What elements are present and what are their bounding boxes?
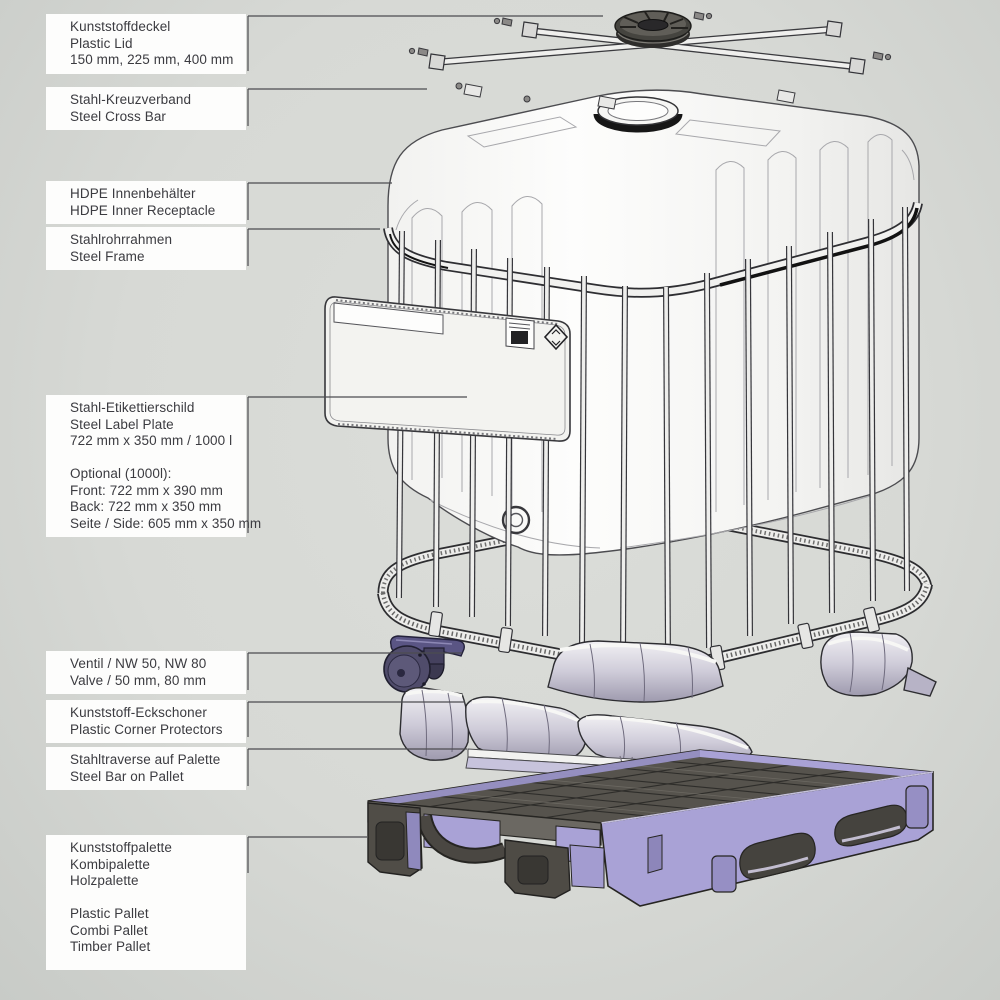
label-line: HDPE Innenbehälter	[70, 186, 196, 201]
label-line: Optional (1000l):	[70, 466, 172, 481]
steel-label-plate-drawing	[324, 296, 571, 442]
label-line: Valve / 50 mm, 80 mm	[70, 672, 207, 688]
label-line: Plastic Pallet	[70, 906, 149, 921]
label-hdpe-inner-receptacle: HDPE Innenbehälter HDPE Inner Receptacle	[46, 181, 246, 224]
label-line: HDPE Inner Receptacle	[70, 202, 216, 218]
label-line: Steel Label Plate	[70, 416, 174, 432]
label-line: Plastic Corner Protectors	[70, 721, 223, 737]
label-line: Ventil / NW 50, NW 80	[70, 656, 207, 671]
label-line: Back: 722 mm x 350 mm	[70, 499, 222, 514]
label-line: Combi Pallet	[70, 922, 148, 938]
label-corner-protectors: Kunststoff-Eckschoner Plastic Corner Pro…	[46, 700, 246, 743]
label-line: Stahltraverse auf Palette	[70, 752, 221, 767]
label-line: Stahl-Kreuzverband	[70, 92, 192, 107]
label-line: Steel Frame	[70, 248, 145, 264]
label-steel-label-plate: Stahl-Etikettierschild Steel Label Plate…	[46, 395, 262, 537]
hazard-diamond-icon	[543, 323, 569, 351]
label-line: Timber Pallet	[70, 939, 151, 954]
label-line: 722 mm x 350 mm / 1000 l	[70, 433, 233, 448]
steel-cross-bars-drawing	[408, 11, 892, 103]
tank-neck	[593, 96, 683, 133]
label-line: Kombipalette	[70, 856, 150, 872]
leader-lines	[247, 15, 603, 873]
label-steel-bar-on-pallet: Stahltraverse auf Palette Steel Bar on P…	[46, 747, 246, 790]
label-pallet: Kunststoffpalette Kombipalette Holzpalet…	[46, 835, 246, 970]
label-line: Steel Bar on Pallet	[70, 768, 184, 784]
steel-frame-top-rim	[383, 201, 923, 298]
label-line: 150 mm, 225 mm, 400 mm	[70, 52, 234, 67]
label-line: Seite / Side: 605 mm x 350 mm	[70, 515, 262, 531]
label-line	[70, 450, 240, 467]
label-line: Kunststoffdeckel	[70, 19, 171, 34]
label-line: Kunststoffpalette	[70, 840, 173, 855]
label-line: Plastic Lid	[70, 35, 133, 51]
valve-drawing	[383, 635, 465, 693]
label-line: Steel Cross Bar	[70, 108, 167, 124]
plastic-lid-drawing	[614, 10, 692, 48]
label-line	[70, 890, 240, 907]
pallet-drawing	[367, 749, 934, 907]
label-line: Front: 722 mm x 390 mm	[70, 482, 223, 498]
label-line: Stahlrohrrahmen	[70, 232, 173, 247]
label-line: Holzpalette	[70, 873, 139, 888]
steel-frame-vertical-tubes	[396, 206, 910, 660]
label-line: Kunststoff-Eckschoner	[70, 705, 207, 720]
label-valve: Ventil / NW 50, NW 80 Valve / 50 mm, 80 …	[46, 651, 246, 694]
label-steel-cross-bar: Stahl-Kreuzverband Steel Cross Bar	[46, 87, 246, 130]
un-mini-label-icon	[505, 317, 535, 350]
label-steel-frame: Stahlrohrrahmen Steel Frame	[46, 227, 246, 270]
label-line: Stahl-Etikettierschild	[70, 400, 195, 415]
label-plastic-lid: Kunststoffdeckel Plastic Lid 150 mm, 225…	[46, 14, 246, 74]
corner-protectors-drawing	[399, 631, 937, 771]
